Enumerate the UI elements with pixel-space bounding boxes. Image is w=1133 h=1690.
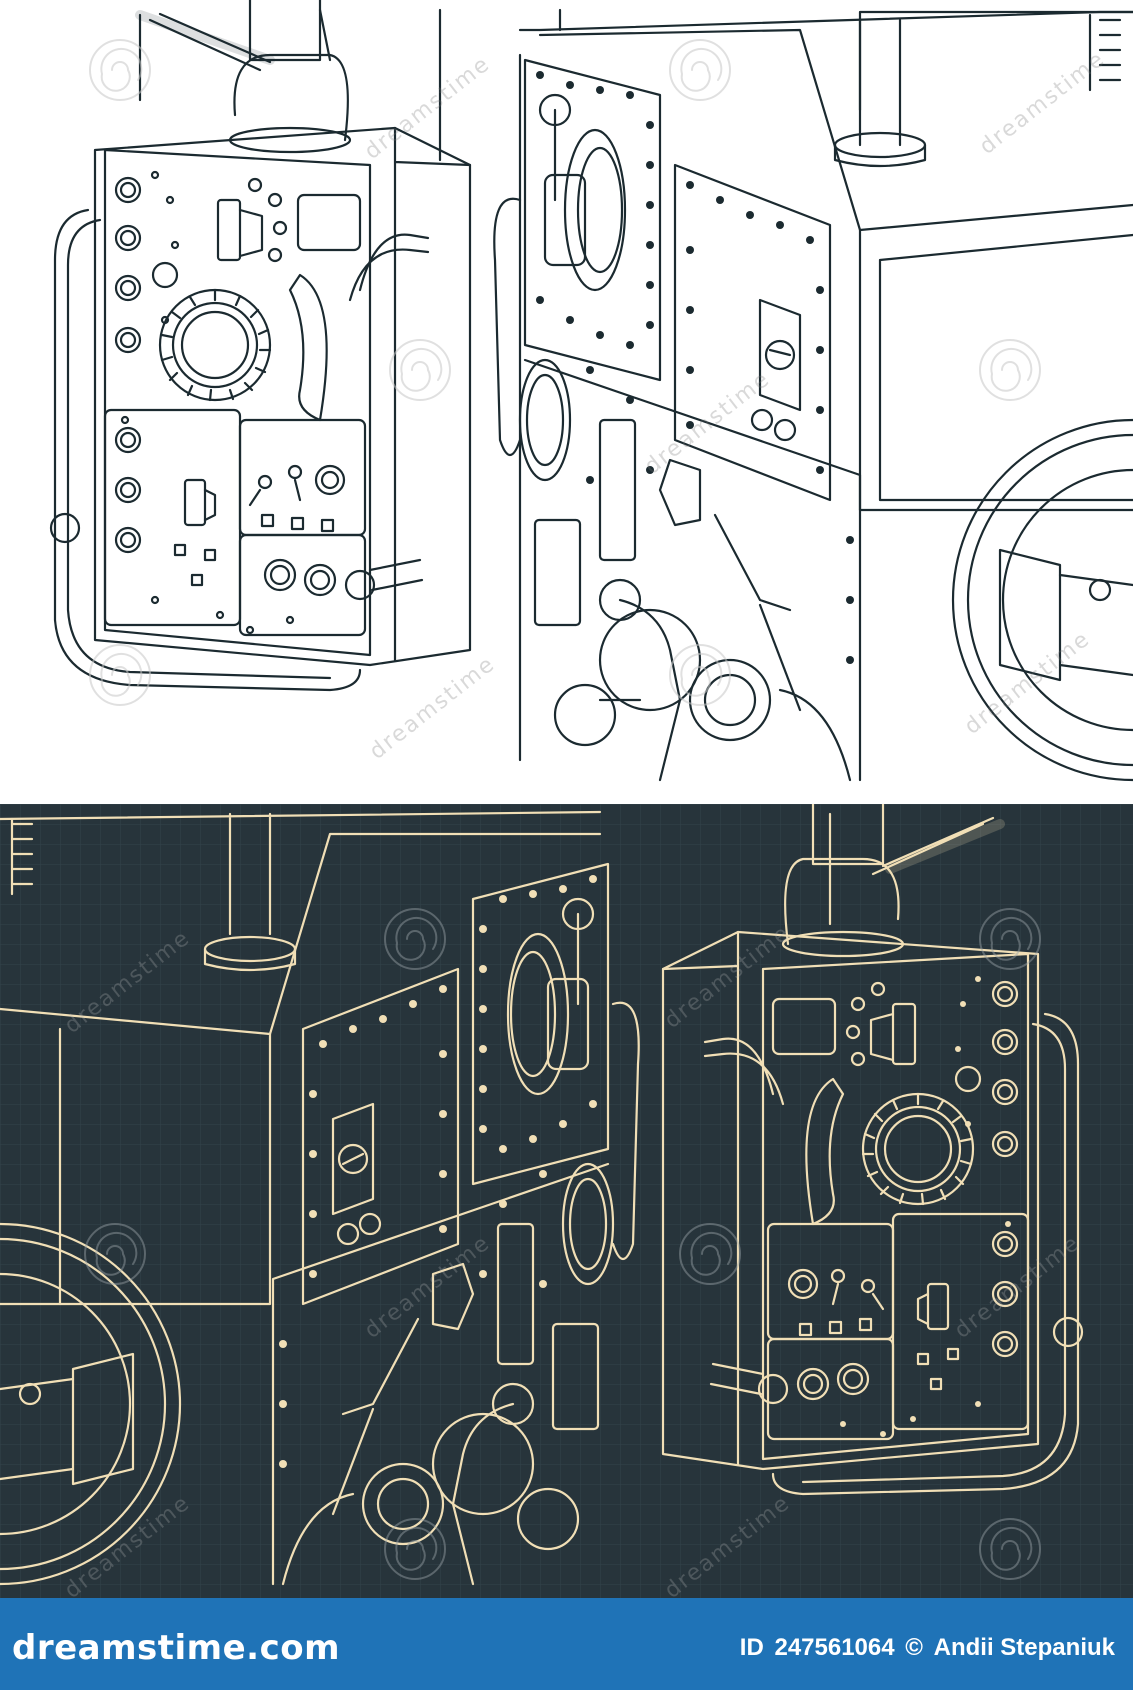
dreamstime-swirl-icon xyxy=(84,1223,146,1285)
left-control-box xyxy=(49,126,472,692)
machine-illustration-dark xyxy=(0,804,1084,1586)
right-housing xyxy=(493,10,1133,782)
author-name: Andii Stepaniuk xyxy=(933,1634,1115,1661)
dreamstime-swirl-icon xyxy=(384,1518,446,1580)
light-blueprint-panel: dreamstime dreamstime dreamstime dreamst… xyxy=(0,0,1133,786)
dreamstime-swirl-icon xyxy=(89,39,151,101)
brand-logo-text[interactable]: dreamstime.com xyxy=(12,1628,341,1668)
footer-bar: dreamstime.com ID 247561064 © Andii Step… xyxy=(0,1598,1133,1690)
copyright-icon: © xyxy=(905,1634,923,1661)
dreamstime-swirl-icon xyxy=(979,339,1041,401)
dreamstime-swirl-icon xyxy=(669,39,731,101)
id-label: ID xyxy=(739,1634,764,1661)
dreamstime-swirl-icon xyxy=(679,1223,741,1285)
dark-blueprint-panel: dreamstime dreamstime dreamstime dreamst… xyxy=(0,804,1133,1598)
dreamstime-swirl-icon xyxy=(669,644,731,706)
dreamstime-swirl-icon xyxy=(89,644,151,706)
id-value: 247561064 xyxy=(774,1634,895,1661)
panel-separator xyxy=(0,786,1133,804)
dreamstime-swirl-icon xyxy=(384,908,446,970)
dreamstime-swirl-icon xyxy=(979,1518,1041,1580)
dreamstime-swirl-icon xyxy=(979,908,1041,970)
dreamstime-swirl-icon xyxy=(389,339,451,401)
machine-illustration-light xyxy=(49,0,1133,782)
image-credit: ID 247561064 © Andii Stepaniuk xyxy=(736,1634,1115,1662)
